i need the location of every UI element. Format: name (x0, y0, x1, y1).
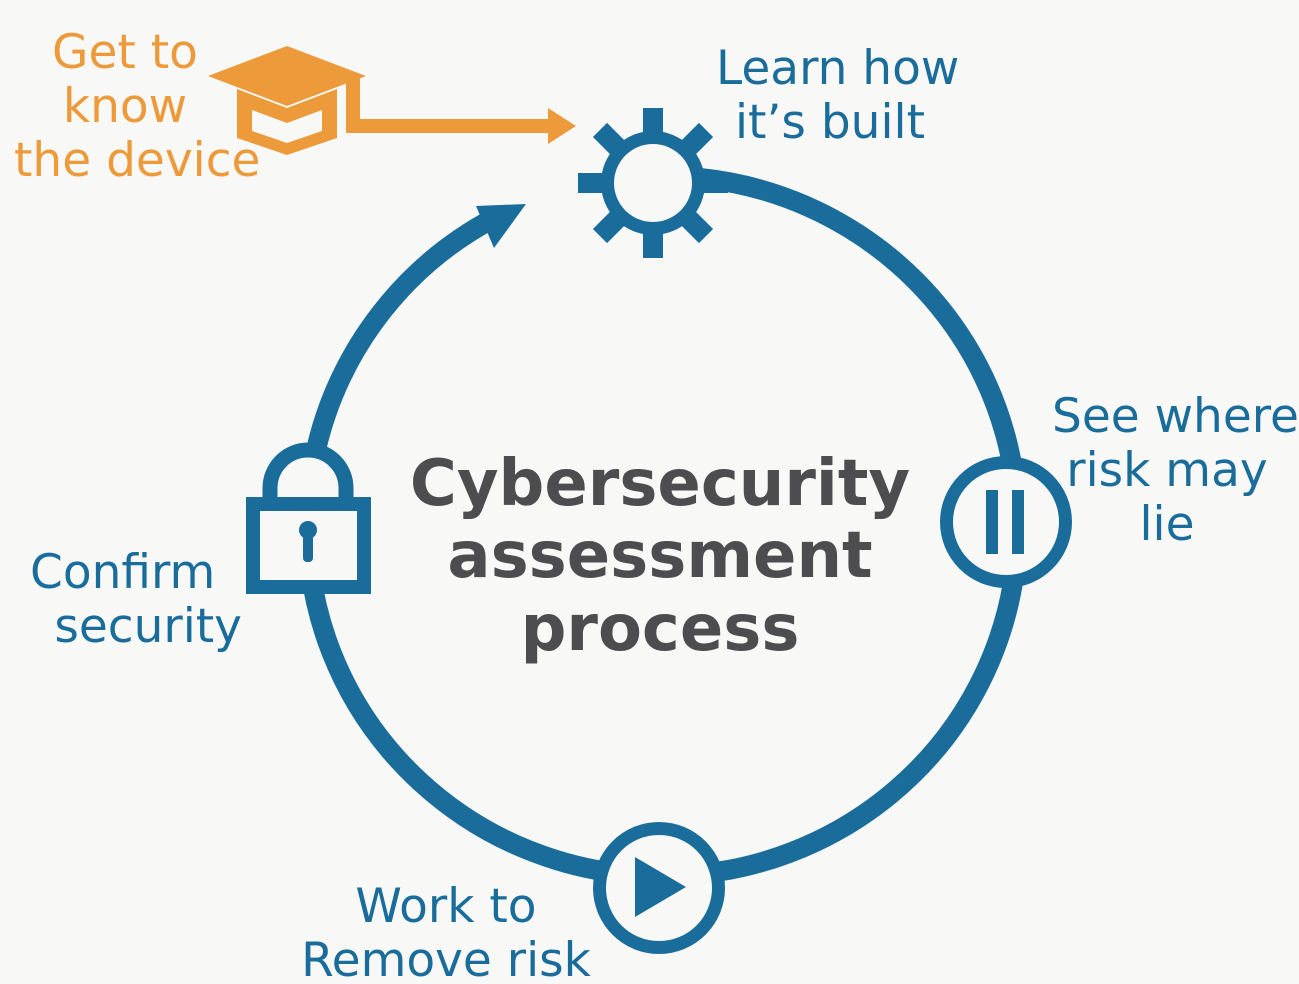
play-icon (593, 822, 725, 954)
orange-arrowhead (548, 108, 576, 144)
label-line: security (54, 599, 242, 655)
label-remove-risk: Work to Remove risk (300, 879, 592, 984)
gear-icon (578, 108, 728, 258)
label-line: Learn how (716, 41, 960, 96)
padlock-icon (246, 442, 371, 594)
label-line: risk may (1066, 443, 1268, 499)
title-line: assessment (447, 519, 873, 594)
center-title: Cybersecurity assessment process (385, 448, 935, 665)
label-line: it’s built (734, 95, 926, 151)
label-line: the device (14, 133, 261, 189)
title-line: process (520, 591, 800, 666)
label-line: Work to (355, 879, 537, 934)
pause-icon (940, 456, 1072, 588)
title-line: Cybersecurity (409, 447, 911, 521)
label-see-risk: See where risk may lie (1052, 389, 1299, 553)
label-line: Confirm (30, 545, 216, 600)
label-learn-build: Learn how it’s built (716, 41, 960, 151)
label-get-to-know: Get to know the device (14, 25, 261, 189)
label-line: know (62, 79, 188, 135)
label-line: lie (1139, 497, 1195, 553)
label-line: Get to (52, 25, 198, 80)
cycle-arrowhead (476, 204, 526, 248)
label-confirm: Confirm security (30, 545, 242, 655)
label-line: Remove risk (301, 933, 591, 984)
graduation-cap-icon (208, 46, 551, 155)
label-line: See where (1052, 389, 1299, 444)
